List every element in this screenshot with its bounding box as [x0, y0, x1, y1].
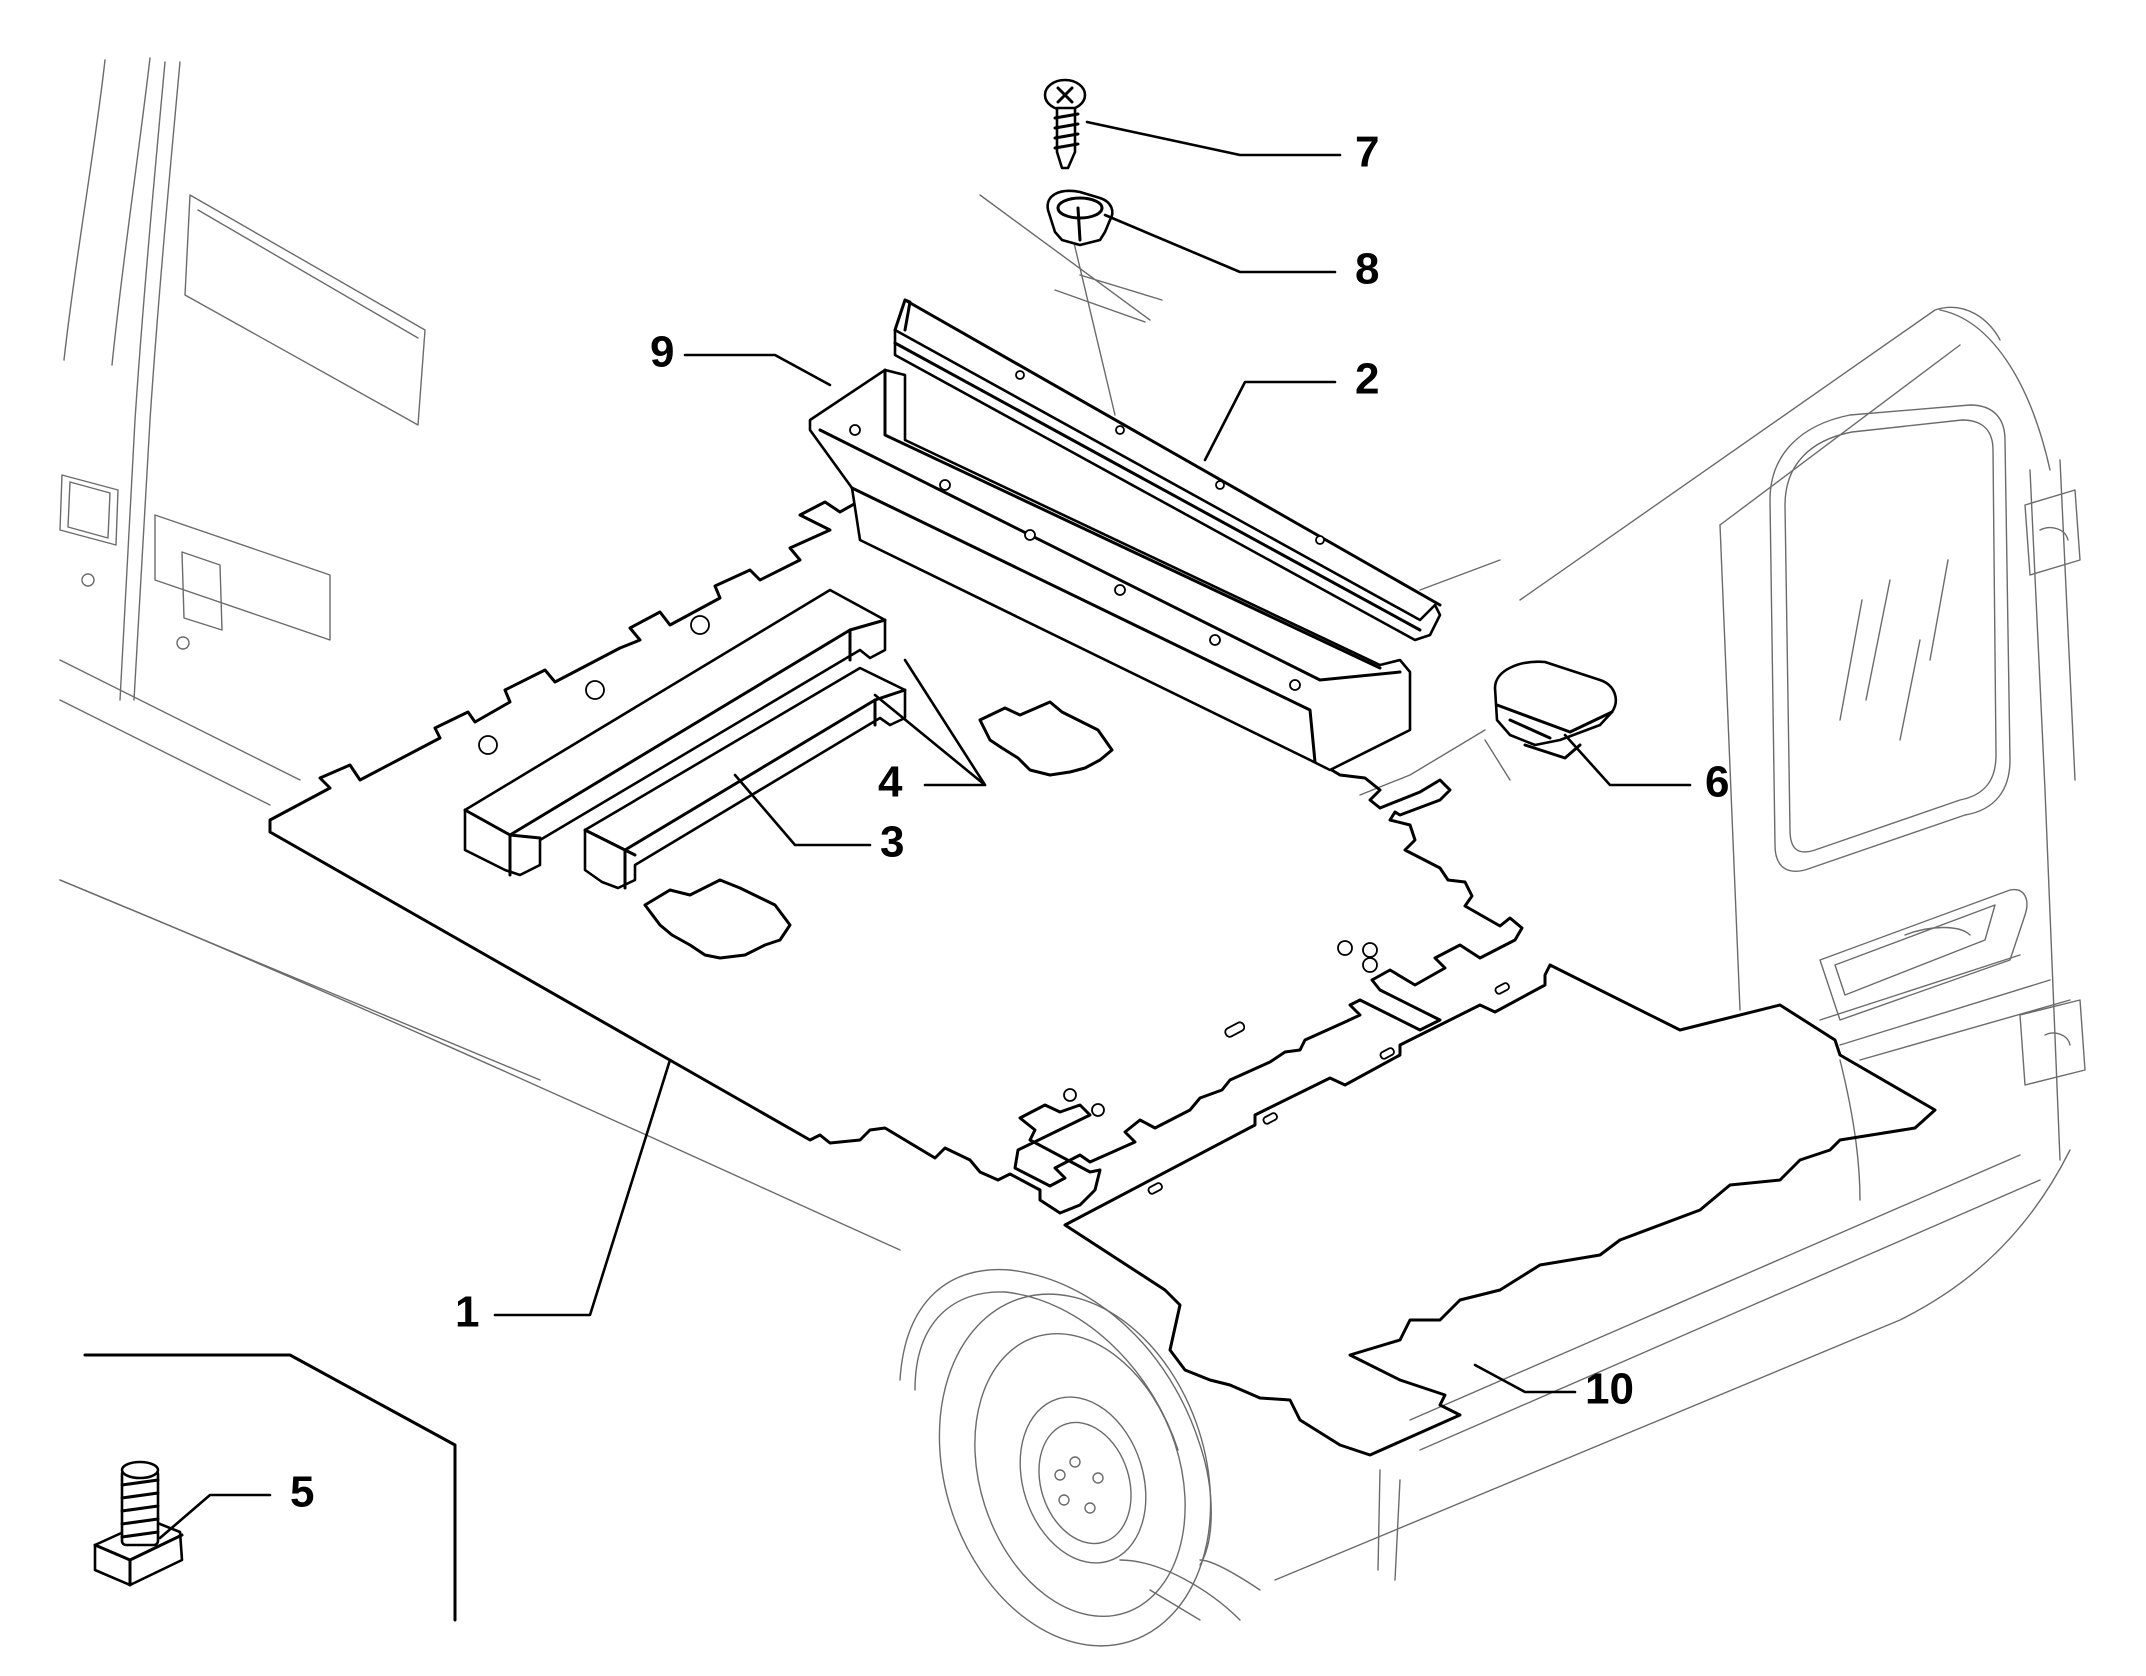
leader-6 [1563, 733, 1692, 787]
part-2-rail [893, 298, 1442, 642]
callout-10: 10 [1585, 1365, 1634, 1414]
callout-3: 3 [880, 818, 904, 867]
callout-7: 7 [1355, 128, 1379, 177]
callout-6: 6 [1705, 758, 1729, 807]
part-6-cap [1493, 660, 1617, 760]
leader-4 [873, 658, 987, 787]
callout-2: 2 [1355, 355, 1379, 404]
leader-lines [158, 120, 1692, 1540]
callout-8: 8 [1355, 245, 1379, 294]
leader-3 [733, 773, 872, 847]
part-8-clip-nut [1046, 189, 1114, 247]
callout-4: 4 [878, 758, 903, 807]
callout-5: 5 [290, 1468, 314, 1517]
leader-2 [1203, 380, 1337, 462]
leader-8 [1103, 213, 1337, 274]
part-3-4-foam-strips [463, 588, 907, 890]
part-7-screw [1043, 78, 1087, 170]
callout-1: 1 [455, 1288, 479, 1337]
leader-5 [158, 1493, 272, 1540]
part-5-t-bolt [83, 1353, 457, 1622]
leader-10 [1473, 1363, 1577, 1394]
part-9-storage-tray [808, 368, 1412, 772]
leader-9 [683, 353, 832, 387]
part-10-rear-floor-panel [1063, 963, 1937, 1457]
leader-1 [493, 1058, 672, 1317]
callout-labels: 7 8 2 9 4 3 6 1 10 5 [290, 128, 1729, 1517]
part-1-floor-panel [268, 493, 1524, 1215]
callout-9: 9 [650, 328, 674, 377]
van-body-outline [59, 57, 2086, 1647]
leader-7 [1085, 120, 1342, 157]
